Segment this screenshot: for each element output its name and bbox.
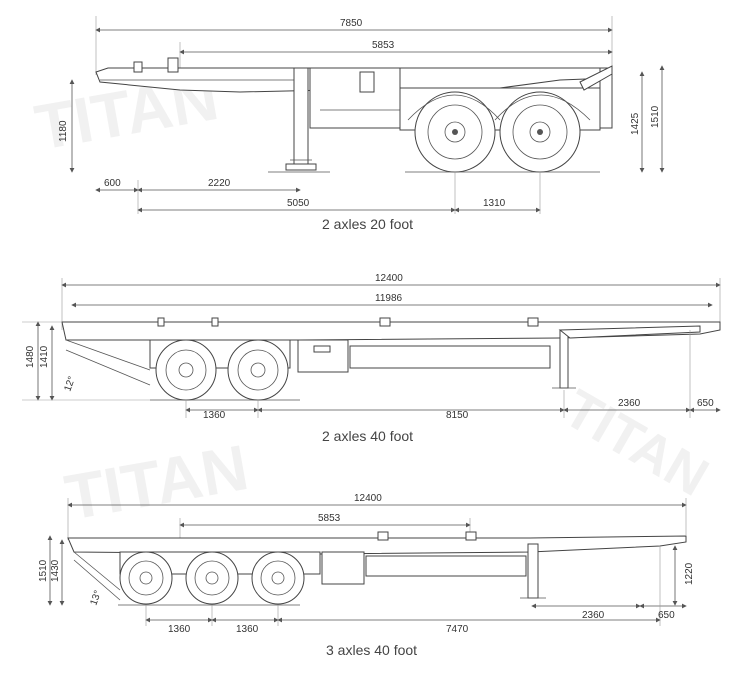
dim-bottom-4-label: 2360 xyxy=(582,610,605,621)
dim-left-height-2-label: 1430 xyxy=(50,559,61,582)
dim-bottom-2-label: 8150 xyxy=(446,410,469,421)
dim-left-height-2-label: 1410 xyxy=(39,345,50,368)
dim-left-height-label: 1180 xyxy=(58,120,69,142)
dim-inner-label: 11986 xyxy=(375,293,403,304)
side-box xyxy=(309,67,401,129)
drawing-2-axles-20-foot: 7850 5853 xyxy=(58,16,665,232)
dim-left-height-1-label: 1480 xyxy=(25,345,36,368)
chassis-beam xyxy=(61,321,721,341)
dim-bottom-2-label: 2220 xyxy=(208,178,231,189)
dim-overall-label: 12400 xyxy=(375,273,403,284)
landing-gear xyxy=(527,543,539,599)
dim-inner-label: 5853 xyxy=(372,40,395,51)
dim-right-height-1-label: 1425 xyxy=(630,112,641,135)
dim-inner-label: 5853 xyxy=(318,513,341,524)
dim-bottom-1-label: 600 xyxy=(104,178,121,189)
chassis-beam xyxy=(67,535,687,555)
dim-angle-label: 13° xyxy=(88,589,104,607)
caption-2-axles-20-foot: 2 axles 20 foot xyxy=(322,216,413,232)
wheel xyxy=(185,551,239,605)
dim-bottom-4-label: 1310 xyxy=(483,198,506,209)
tool-box xyxy=(321,551,365,585)
caption-2-axles-40-foot: 2 axles 40 foot xyxy=(322,428,413,444)
dim-bottom-3-label: 5050 xyxy=(287,198,310,209)
dim-bottom-1-label: 1360 xyxy=(203,410,226,421)
dim-right-height-label: 1220 xyxy=(684,562,695,585)
wheel xyxy=(414,91,496,173)
wheel xyxy=(119,551,173,605)
wheel xyxy=(155,339,217,401)
wheel xyxy=(227,339,289,401)
wheel xyxy=(499,91,581,173)
dim-left-height-1-label: 1510 xyxy=(38,559,49,582)
dim-overall-label: 12400 xyxy=(354,493,382,504)
dim-bottom-3-label: 7470 xyxy=(446,624,469,635)
landing-gear xyxy=(293,67,309,169)
dim-overall-label: 7850 xyxy=(340,18,363,29)
caption-3-axles-40-foot: 3 axles 40 foot xyxy=(326,642,417,658)
watermark-text: TITAN xyxy=(60,431,253,534)
dim-right-height-2-label: 1510 xyxy=(650,105,661,128)
dim-bottom-3-label: 2360 xyxy=(618,398,641,409)
drawing-3-axles-40-foot: 12400 5853 xyxy=(38,493,695,658)
dim-bottom-5-label: 650 xyxy=(658,610,675,621)
dim-angle-label: 12° xyxy=(62,375,78,393)
drawing-2-axles-40-foot: 12400 11986 xyxy=(22,273,721,444)
tool-box xyxy=(297,339,349,373)
wheel xyxy=(251,551,305,605)
dim-bottom-2-label: 1360 xyxy=(236,624,259,635)
landing-gear xyxy=(559,329,569,389)
dim-bottom-1-label: 1360 xyxy=(168,624,191,635)
dim-bottom-4-label: 650 xyxy=(697,398,714,409)
